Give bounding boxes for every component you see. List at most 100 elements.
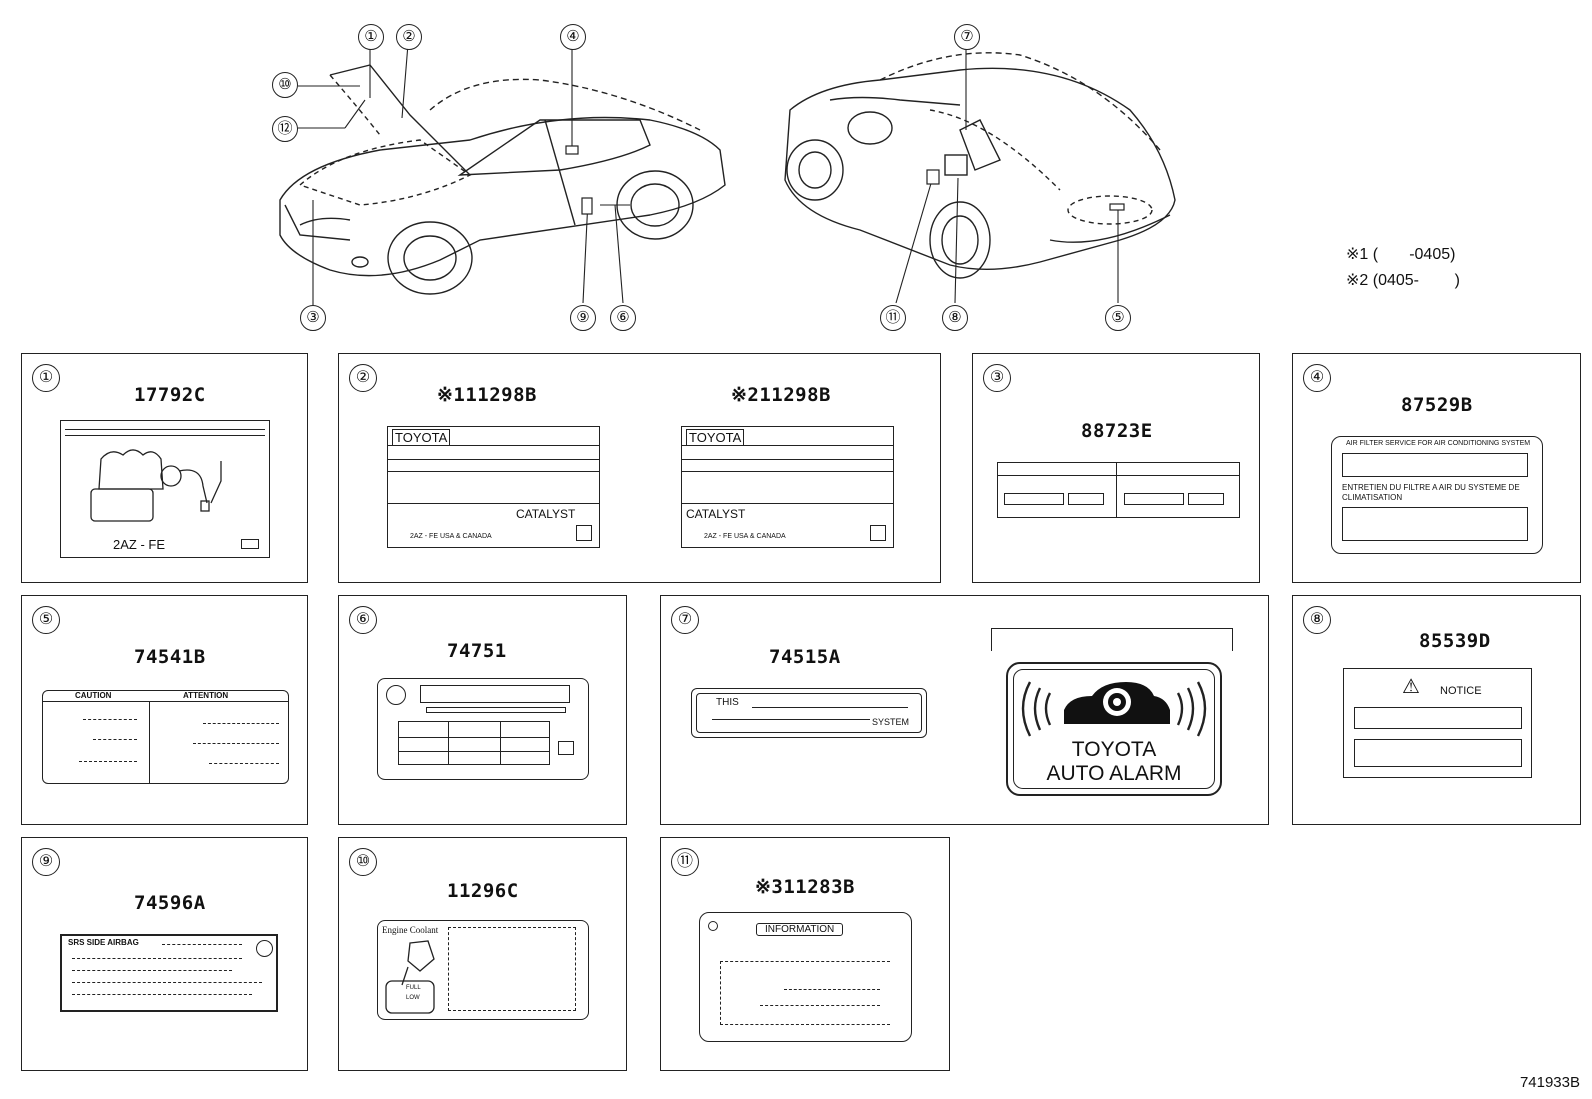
callout-9: ⑨	[570, 305, 596, 331]
panel-4: ④ 87529B AIR FILTER SERVICE FOR AIR COND…	[1292, 353, 1581, 583]
information-text: INFORMATION	[756, 923, 844, 936]
label-tire-info	[377, 678, 589, 780]
coolant-bottle-icon	[385, 940, 435, 1014]
callout-12: ⑫	[272, 116, 298, 142]
label-engine-vacuum: 2AZ - FE	[60, 420, 270, 558]
panel-11: ⑪ ※311283B INFORMATION	[660, 837, 950, 1071]
callout-7: ⑦	[954, 24, 980, 50]
panel-number: ⑨	[32, 848, 60, 876]
part-code: 17792C	[134, 384, 206, 406]
panel-number: ⑤	[32, 606, 60, 634]
part-code: 11296C	[447, 880, 519, 902]
alarm-line-1: TOYOTA	[1071, 738, 1157, 761]
part-code-a: ※111298B	[437, 384, 537, 406]
callout-2: ②	[396, 24, 422, 50]
panel-8: ⑧ 85539D ⚠ NOTICE	[1292, 595, 1581, 825]
part-code: 74596A	[134, 892, 206, 914]
label-caution-dual	[997, 462, 1240, 518]
front-car-open-hood	[329, 64, 471, 176]
car-illustrations	[279, 43, 1176, 305]
warning-triangle-icon: ⚠	[1402, 676, 1420, 698]
caution-text: CAUTION	[75, 691, 112, 700]
panel-number: ④	[1303, 364, 1331, 392]
footer-text: 2AZ - FE USA & CANADA	[410, 533, 492, 540]
label-this-system: THIS SYSTEM	[691, 688, 927, 738]
brand-text: TOYOTA	[686, 429, 745, 446]
panel-number: ⑧	[1303, 606, 1331, 634]
alarm-bracket	[991, 628, 1233, 651]
low-text: LOW	[406, 995, 420, 1001]
callout-11: ⑪	[880, 305, 906, 331]
air-filter-line-2: ENTRETIEN DU FILTRE A AIR DU SYSTEME DE …	[1342, 483, 1520, 502]
callout-10: ⑩	[272, 72, 298, 98]
brand-text: TOYOTA	[392, 429, 451, 446]
panel-7: ⑦ 74515A THIS SYSTEM TOYOTA AUTO ALARM	[660, 595, 1269, 825]
part-code: 74515A	[769, 646, 841, 668]
part-code: 74541B	[134, 646, 206, 668]
panel-1: ① 17792C 2AZ - FE	[21, 353, 308, 583]
part-code: 87529B	[1401, 394, 1473, 416]
catalyst-text: CATALYST	[686, 507, 746, 521]
car-alarm-icon	[1021, 681, 1207, 737]
label-srs-side-airbag: SRS SIDE AIRBAG	[60, 934, 278, 1012]
system-text: SYSTEM	[872, 717, 910, 727]
note-2: ※2 (0405- )	[1346, 272, 1460, 289]
panel-number: ⑪	[671, 848, 699, 876]
panel-3: ③ 88723E	[972, 353, 1260, 583]
note-1: ※1 ( -0405)	[1346, 246, 1456, 263]
airbag-circle-icon	[256, 940, 273, 957]
panel-number: ③	[983, 364, 1011, 392]
callout-5: ⑤	[1105, 305, 1131, 331]
callout-4: ④	[560, 24, 586, 50]
panel-9: ⑨ 74596A SRS SIDE AIRBAG	[21, 837, 308, 1071]
panel-10: ⑩ 11296C Engine Coolant FULL LOW	[338, 837, 627, 1071]
full-text: FULL	[406, 985, 421, 991]
air-filter-line-1: AIR FILTER SERVICE FOR AIR CONDITIONING …	[1346, 440, 1531, 447]
callout-6: ⑥	[610, 305, 636, 331]
front-car-roof	[429, 78, 701, 131]
label-engine-coolant: Engine Coolant FULL LOW	[377, 920, 589, 1020]
panel-5: ⑤ 74541B CAUTION ATTENTION	[21, 595, 308, 825]
hole-icon	[708, 921, 718, 931]
label-auto-alarm: TOYOTA AUTO ALARM	[1006, 662, 1222, 796]
label-notice: ⚠ NOTICE	[1343, 668, 1532, 778]
callout-1: ①	[358, 24, 384, 50]
label-emission-a: TOYOTA CATALYST 2AZ - FE USA & CANADA	[387, 426, 600, 548]
alarm-line-2: AUTO ALARM	[1046, 762, 1182, 785]
notice-text: NOTICE	[1440, 685, 1482, 697]
label-emission-b: TOYOTA CATALYST 2AZ - FE USA & CANADA	[681, 426, 894, 548]
catalyst-text: CATALYST	[516, 507, 576, 521]
rear-car-wheel-rear	[929, 201, 991, 279]
panel-number: ⑥	[349, 606, 377, 634]
this-text: THIS	[716, 697, 739, 708]
front-car-wheel-front	[387, 221, 473, 295]
panel-number: ⑩	[349, 848, 377, 876]
coolant-text: Engine Coolant	[382, 925, 439, 935]
srs-text: SRS SIDE AIRBAG	[68, 938, 139, 947]
part-code: 74751	[447, 640, 507, 662]
panel-number: ②	[349, 364, 377, 392]
tire-icon	[386, 685, 406, 705]
callout-8: ⑧	[942, 305, 968, 331]
part-code-b: ※211298B	[731, 384, 831, 406]
rear-car-wheel-front	[786, 139, 844, 201]
panel-number: ①	[32, 364, 60, 392]
panel-number: ⑦	[671, 606, 699, 634]
footer-text: 2AZ - FE USA & CANADA	[704, 533, 786, 540]
part-code: ※311283B	[755, 876, 855, 898]
part-code: 85539D	[1419, 630, 1491, 652]
rear-car-body	[784, 67, 1176, 271]
engine-vacuum-diagram	[90, 449, 222, 522]
attention-text: ATTENTION	[183, 691, 229, 700]
diagram-id: 741933B	[1519, 1074, 1580, 1091]
label-air-filter: AIR FILTER SERVICE FOR AIR CONDITIONING …	[1331, 436, 1543, 554]
callout-3: ③	[300, 305, 326, 331]
rear-car-steering	[847, 111, 893, 145]
part-code: 88723E	[1081, 420, 1153, 442]
engine-code: 2AZ - FE	[113, 537, 166, 552]
rear-car-roof	[879, 52, 1161, 151]
front-car-body	[279, 116, 726, 277]
panel-2: ② ※111298B ※211298B TOYOTA CATALYST 2AZ …	[338, 353, 941, 583]
panel-6: ⑥ 74751	[338, 595, 627, 825]
label-information: INFORMATION	[699, 912, 912, 1042]
